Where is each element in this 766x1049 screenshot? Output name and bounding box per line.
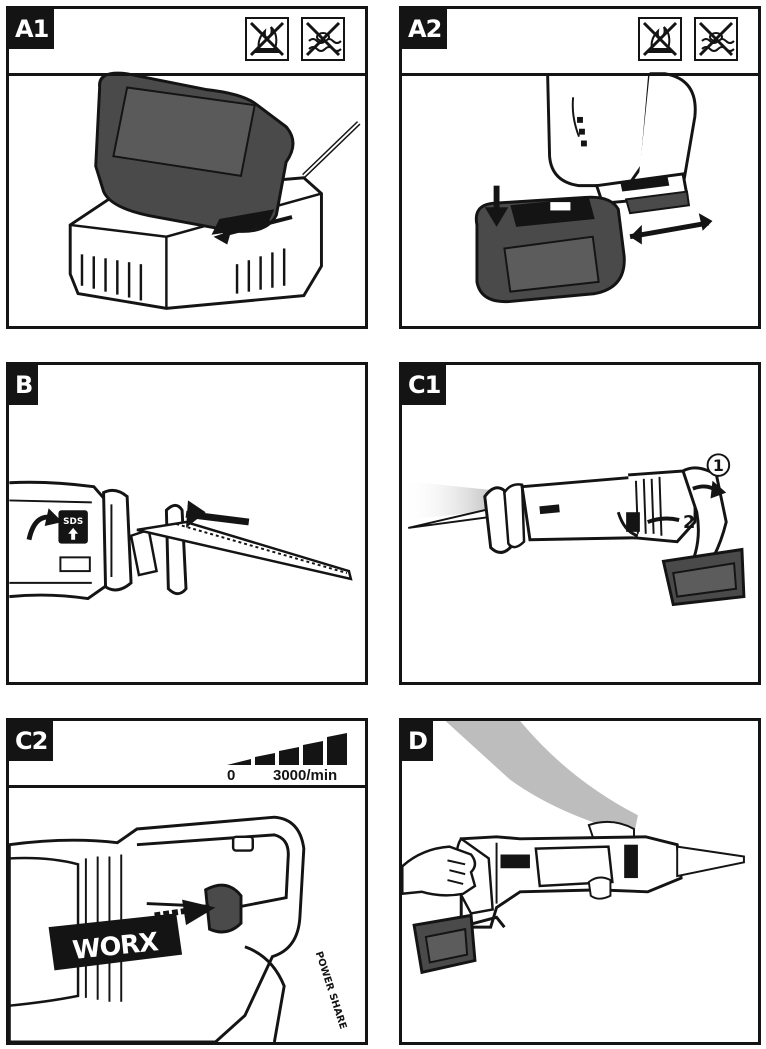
step-1-label: 1 xyxy=(713,456,724,475)
panel-header-divider xyxy=(9,785,365,788)
panel-header-divider xyxy=(9,73,365,76)
sds-label: SDS xyxy=(63,517,83,527)
lock-switch-icon xyxy=(59,556,91,573)
power-share-badge: POWER SHARE xyxy=(313,950,349,1030)
sds-button[interactable] xyxy=(58,510,88,544)
panel-c1: C1 1 2 xyxy=(399,362,761,685)
no-water-icon xyxy=(301,17,345,61)
panel-c2: C2 0 3000/min WORX POWER SHARE xyxy=(6,718,368,1045)
variable-speed-trigger-illustration: WORX POWER SHARE xyxy=(9,815,349,1042)
panel-label: B xyxy=(9,365,39,405)
rear-hand xyxy=(402,845,477,897)
panel-header-divider xyxy=(402,73,758,76)
two-hand-operation-illustration xyxy=(402,721,745,975)
trigger-switch xyxy=(204,883,243,934)
panel-label: C1 xyxy=(402,365,447,405)
upper-arm-shadow xyxy=(445,721,638,835)
panel-label: D xyxy=(402,721,433,761)
panel-a1: A1 xyxy=(6,6,368,329)
panel-label: A1 xyxy=(9,9,55,49)
speed-max-label: 3000/min xyxy=(273,767,338,784)
speed-min-label: 0 xyxy=(227,767,236,784)
panel-label: A2 xyxy=(402,9,448,49)
panel-d: D xyxy=(399,718,761,1045)
panel-a2: A2 xyxy=(399,6,761,329)
trigger-switch xyxy=(626,512,640,532)
panel-b: B SDS xyxy=(6,362,368,685)
no-fire-icon xyxy=(638,17,682,61)
no-fire-icon xyxy=(245,17,289,61)
work-light-beam xyxy=(402,480,497,521)
arrow-up-icon xyxy=(68,527,79,540)
step-2-label: 2 xyxy=(683,513,695,533)
speed-bars-icon xyxy=(227,733,347,765)
battery-insert-illustration xyxy=(474,72,713,304)
step-1-badge xyxy=(706,453,731,477)
blade-insert-illustration: SDS xyxy=(9,480,353,601)
panel-label: C2 xyxy=(9,721,54,761)
no-water-icon xyxy=(694,17,738,61)
charger-battery-illustration xyxy=(68,71,361,310)
switch-on-illustration: 1 2 xyxy=(402,453,746,607)
